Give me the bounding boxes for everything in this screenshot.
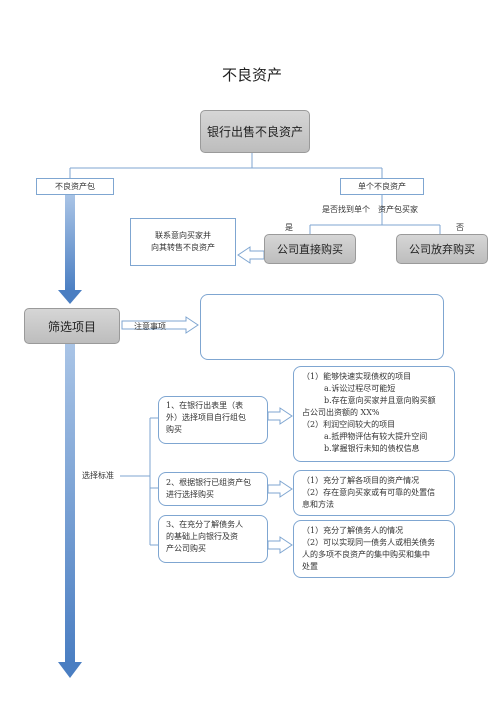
yes-label: 是 xyxy=(285,223,293,232)
detail-line: （2）存在意向买家或有可靠的处置信 xyxy=(302,488,436,497)
blue-arrow-head xyxy=(58,662,82,678)
hollow-arrow-icon xyxy=(267,480,293,498)
criterion-box: 1、在银行出表里（表 外）选择项目自行组包 购买 xyxy=(158,396,268,444)
right-branch-single-npa: 单个不良资产 xyxy=(340,178,424,195)
contact-box-line: 向其转售不良资产 xyxy=(151,243,215,252)
detail-line: a.抵押物评估有较大提升空间 xyxy=(324,432,428,441)
detail-line: b.掌握银行未知的债权信息 xyxy=(324,444,420,453)
detail-box: （1）充分了解各项目的资产情况 （2）存在意向买家或有可靠的处置信 息和方法 xyxy=(293,470,455,516)
notes-box xyxy=(200,294,444,360)
criterion-line: 产公司购买 xyxy=(166,544,206,553)
detail-line: 人的多项不良资产的集中购买和集中 xyxy=(302,550,430,559)
blue-arrow-head xyxy=(58,290,82,304)
criteria-label: 选择标准 xyxy=(82,471,114,480)
blue-arrow-shaft xyxy=(65,344,75,664)
contact-buyer-box: 联系意向买家并 向其转售不良资产 xyxy=(130,218,236,266)
detail-line: b.存在意向买家并且意向购买额 xyxy=(324,396,436,405)
root-box-bank-sells-npa: 银行出售不良资产 xyxy=(200,110,310,153)
detail-line: （1）充分了解各项目的资产情况 xyxy=(302,476,420,485)
criterion-box: 3、在充分了解债务人 的基础上向银行及资 产公司购买 xyxy=(158,515,268,563)
page-title: 不良资产 xyxy=(221,66,282,84)
hollow-arrow-icon xyxy=(267,536,293,554)
detail-line: （2）可以实现同一债务人或相关债务 xyxy=(302,538,436,547)
no-label: 否 xyxy=(456,223,464,232)
detail-line: （1）能够快速实现债权的项目 xyxy=(302,372,412,381)
detail-box: （1）充分了解债务人的情况 （2）可以实现同一债务人或相关债务 人的多项不良资产… xyxy=(293,520,455,578)
criterion-line: 1、在银行出表里（表 xyxy=(166,401,244,410)
hollow-arrow-icon xyxy=(267,407,293,425)
detail-line: （1）充分了解债务人的情况 xyxy=(302,526,404,535)
hollow-arrow-icon xyxy=(121,316,199,334)
detail-line: （2）利润空间较大的项目 xyxy=(302,420,396,429)
blue-arrow-shaft xyxy=(65,195,75,292)
criterion-line: 的基础上向银行及资 xyxy=(166,532,238,541)
contact-box-line: 联系意向买家并 xyxy=(155,231,211,240)
criterion-line: 进行选择购买 xyxy=(166,490,214,499)
notes-label: 注意事项 xyxy=(134,322,166,331)
criterion-line: 外）选择项目自行组包 xyxy=(166,413,246,422)
detail-box: （1）能够快速实现债权的项目 a.诉讼过程尽可能短 b.存在意向买家并且意向购买… xyxy=(293,366,455,462)
detail-line: a.诉讼过程尽可能短 xyxy=(324,384,396,393)
screen-projects-box: 筛选项目 xyxy=(24,308,120,344)
abandon-buy-box: 公司放弃购买 xyxy=(396,234,488,264)
left-branch-npa-package: 不良资产包 xyxy=(36,178,114,195)
criterion-box: 2、根据银行已组资产包 进行选择购买 xyxy=(158,472,268,506)
detail-line: 息和方法 xyxy=(302,500,334,509)
criterion-line: 购买 xyxy=(166,425,182,434)
direct-buy-box: 公司直接购买 xyxy=(264,234,356,264)
criterion-line: 3、在充分了解债务人 xyxy=(166,520,244,529)
decision-question: 是否找到单个 资产包买家 xyxy=(322,205,418,214)
detail-line: 处置 xyxy=(302,562,318,571)
hollow-arrow-icon xyxy=(237,246,265,264)
detail-line: 占公司出资额的 XX% xyxy=(302,408,380,417)
criterion-line: 2、根据银行已组资产包 xyxy=(166,478,252,487)
